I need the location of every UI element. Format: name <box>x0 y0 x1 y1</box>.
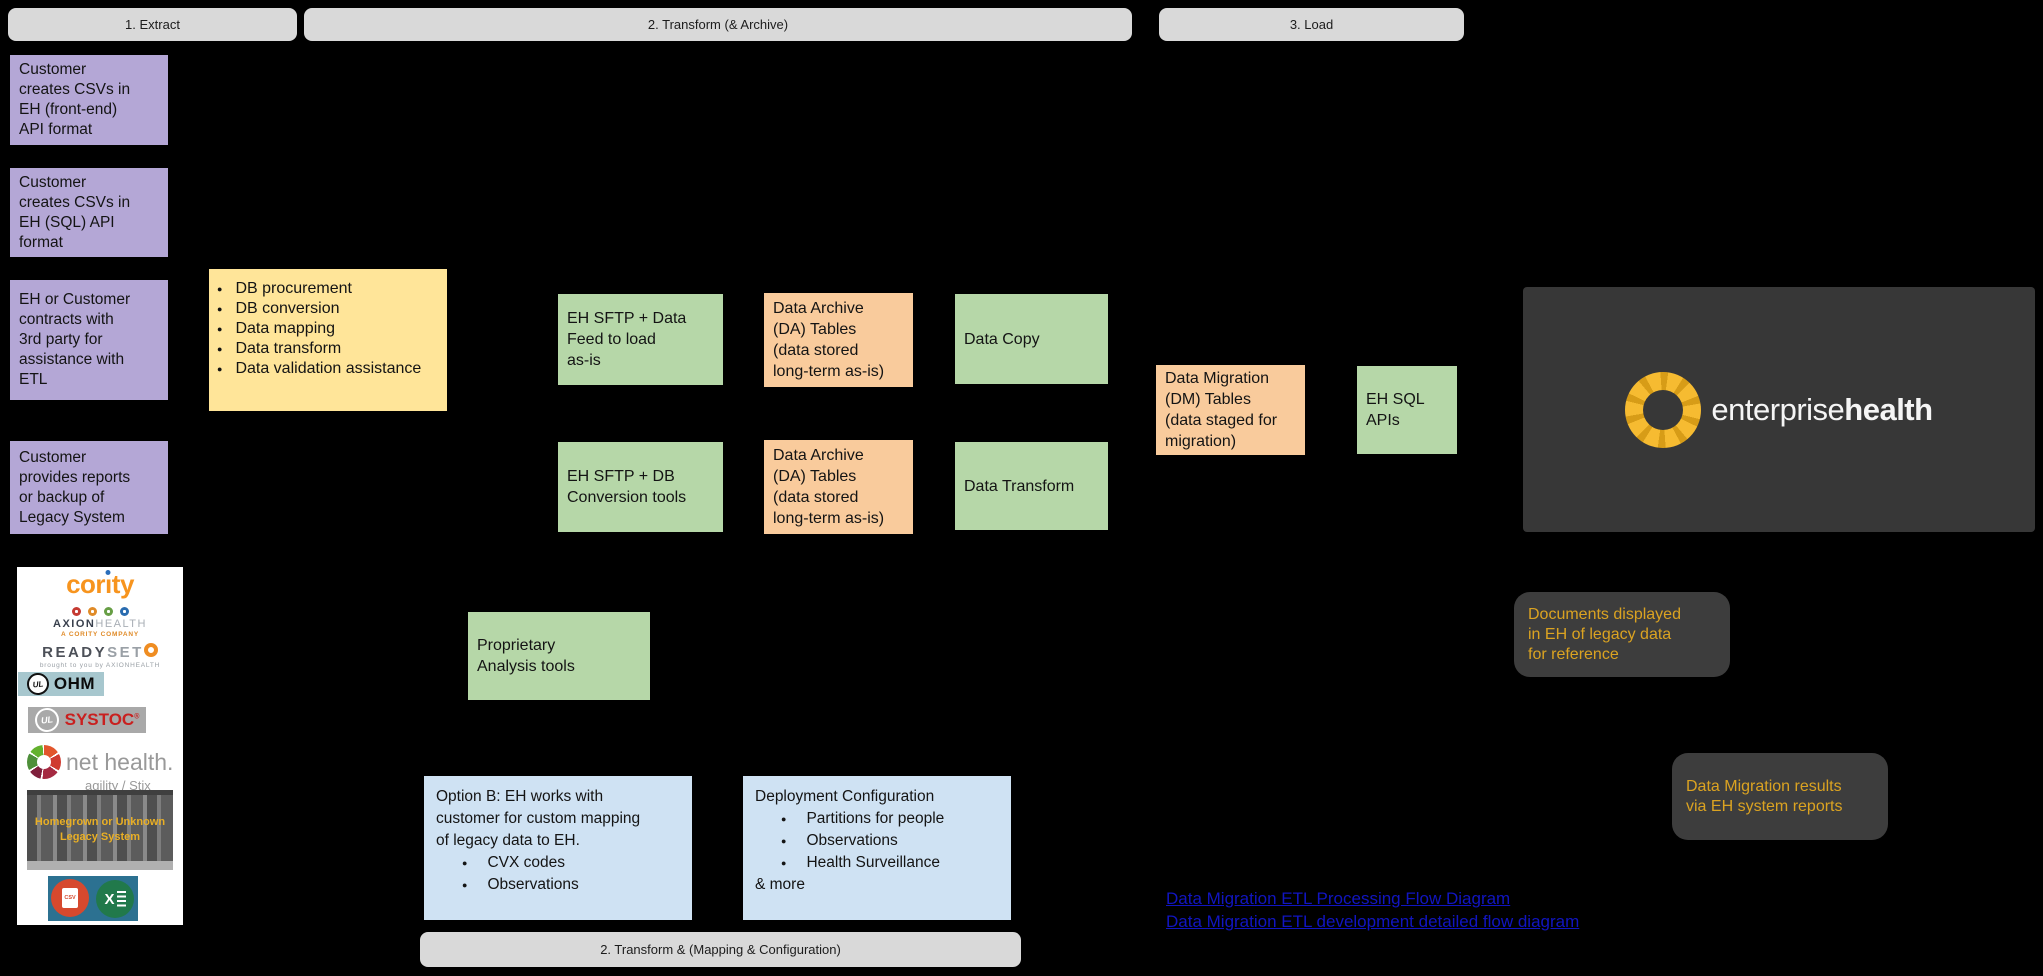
link-etl-processing-flow-diagram[interactable]: Data Migration ETL Processing Flow Diagr… <box>1166 889 1511 908</box>
flow-box-proprietary-analysis: Proprietary Analysis tools <box>468 612 650 700</box>
enterprise-health-logo-icon <box>1625 371 1702 448</box>
csv-file-icon: CSV <box>51 879 89 917</box>
assistance-list-box: ●DB procurement ●DB conversion ●Data map… <box>209 269 447 411</box>
stage-header-extract-label: 1. Extract <box>125 17 180 32</box>
legacy-system-photo: Homegrown or Unknown Legacy System <box>27 790 173 870</box>
enterprise-health-wordmark: enterprisehealth <box>1711 391 1933 427</box>
list-item: ●Health Surveillance <box>755 852 999 874</box>
legacy-vendors-panel: corıty AXIONHEALTH A CORITY COMPANY READ… <box>17 567 183 925</box>
legacy-system-caption: Homegrown or Unknown Legacy System <box>34 816 166 843</box>
flow-box-data-transform: Data Transform <box>955 442 1108 530</box>
flow-box-data-archive-tables-2: Data Archive (DA) Tables (data stored lo… <box>764 440 913 534</box>
systoc-logo: UL SYSTOC® <box>28 706 146 734</box>
file-formats-panel: CSV X <box>48 876 138 921</box>
bullet-icon: ● <box>462 858 468 868</box>
mapping-box-option-b: Option B: EH works with customer for cus… <box>424 776 692 920</box>
bullet-icon: ● <box>781 814 787 824</box>
extract-option-csv-sql-text: Customer creates CSVs in EH (SQL) API fo… <box>19 173 131 251</box>
net-health-tagline: agility / Stix <box>85 778 151 793</box>
list-item: ●CVX codes <box>436 852 680 874</box>
list-item: ●Partitions for people <box>755 808 999 830</box>
bullet-icon: ● <box>217 364 223 374</box>
extract-option-csv-frontend-text: Customer creates CSVs in EH (front-end) … <box>19 61 131 138</box>
readyset-tagline: brought to you by AXIONHEALTH <box>39 662 161 669</box>
stage-header-transform-label: 2. Transform (& Archive) <box>647 17 789 32</box>
note-documents-displayed: Documents displayed in EH of legacy data… <box>1514 592 1730 677</box>
mapping-box-deployment-config: Deployment Configuration ●Partitions for… <box>743 776 1011 920</box>
extract-option-3rd-party: EH or Customer contracts with 3rd party … <box>10 280 168 400</box>
bullet-icon: ● <box>217 344 223 354</box>
stage-header-transform: 2. Transform (& Archive) <box>304 8 1132 41</box>
stage-header-load-label: 3. Load <box>1289 17 1334 32</box>
readyset-logo: READYSET <box>17 643 183 661</box>
flow-box-data-archive-tables-1: Data Archive (DA) Tables (data stored lo… <box>764 293 913 387</box>
axion-tagline: A CORITY COMPANY <box>60 631 140 638</box>
stage-header-extract: 1. Extract <box>8 8 297 41</box>
bullet-icon: ● <box>781 836 787 846</box>
ohm-logo: UL OHM <box>18 671 104 697</box>
extract-option-csv-frontend: Customer creates CSVs in EH (front-end) … <box>10 55 168 145</box>
flow-box-data-copy: Data Copy <box>955 294 1108 384</box>
flow-box-sftp-data-feed: EH SFTP + Data Feed to load as-is <box>558 294 723 385</box>
list-item: ●Data mapping <box>217 320 336 337</box>
list-item: ●DB procurement <box>217 280 352 297</box>
list-item: ●Data transform <box>217 340 342 357</box>
note-migration-results: Data Migration results via EH system rep… <box>1672 753 1888 840</box>
stage-header-transform-mapping: 2. Transform & (Mapping & Configuration) <box>420 932 1021 967</box>
ul-badge-icon: UL <box>33 706 60 734</box>
list-item: ●DB conversion <box>217 300 340 317</box>
extract-option-reports-backup: Customer provides reports or backup of L… <box>10 441 168 534</box>
flow-box-sftp-db-conversion: EH SFTP + DB Conversion tools <box>558 442 723 532</box>
stage-header-transform-mapping-label: 2. Transform & (Mapping & Configuration) <box>600 942 841 957</box>
ul-badge-icon: UL <box>25 671 50 697</box>
axion-dots-icon <box>17 607 183 616</box>
axion-health-logo: AXIONHEALTH <box>53 618 147 630</box>
stage-header-load: 3. Load <box>1159 8 1464 41</box>
readyset-o-icon <box>143 643 158 657</box>
flow-box-eh-sql-apis: EH SQL APIs <box>1357 366 1457 454</box>
cority-logo: corıty <box>66 569 134 599</box>
list-item: ●Observations <box>436 874 680 896</box>
extract-option-reports-backup-text: Customer provides reports or backup of L… <box>19 448 131 526</box>
list-item: ●Observations <box>755 830 999 852</box>
extract-option-3rd-party-text: EH or Customer contracts with 3rd party … <box>19 291 131 388</box>
bullet-icon: ● <box>217 304 223 314</box>
flow-box-data-migration-tables: Data Migration (DM) Tables (data staged … <box>1156 365 1305 455</box>
bullet-icon: ● <box>462 880 468 890</box>
excel-file-icon: X <box>96 880 134 918</box>
cority-i-dot: ı <box>105 569 112 599</box>
enterprise-health-panel: enterprisehealth <box>1523 287 2035 532</box>
net-health-logo: net health. <box>27 745 173 779</box>
bullet-icon: ● <box>217 284 223 294</box>
bullet-icon: ● <box>217 324 223 334</box>
registered-mark: ® <box>134 713 140 721</box>
list-item: ●Data validation assistance <box>217 360 422 377</box>
extract-option-csv-sql: Customer creates CSVs in EH (SQL) API fo… <box>10 168 168 257</box>
net-health-ring-icon <box>27 745 61 779</box>
bullet-icon: ● <box>781 858 787 868</box>
link-etl-development-detailed-flow-diagram[interactable]: Data Migration ETL development detailed … <box>1166 912 1580 931</box>
